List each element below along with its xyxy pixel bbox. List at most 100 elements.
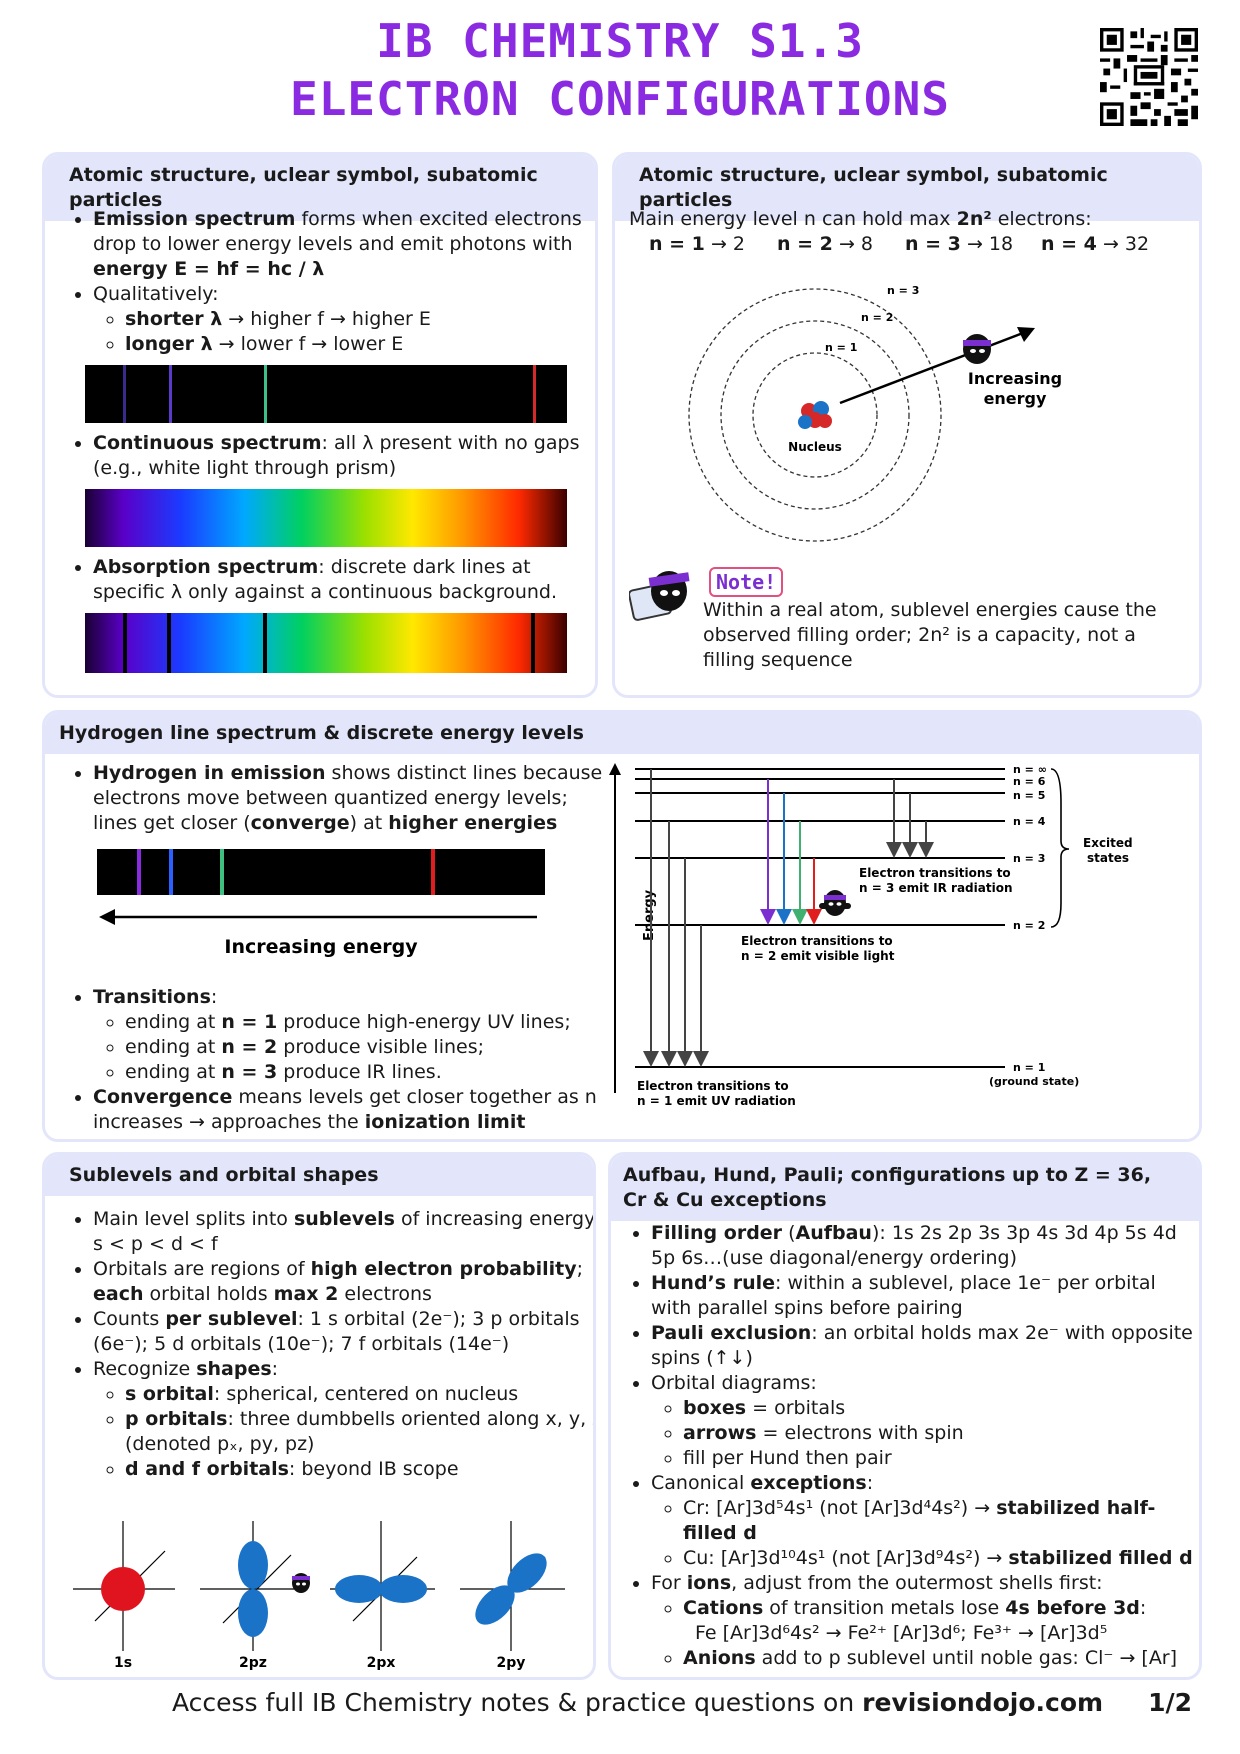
uv-caption-2: n = 1 emit UV radiation (637, 1094, 796, 1108)
list-item: Orbitals are regions of high electron pr… (93, 1257, 593, 1307)
py-orbital-icon (475, 1553, 547, 1625)
bohr-atom-diagram: Nucleus n = 1 n = 2 n = 3 Increasing ene… (688, 284, 1062, 542)
list-item: arrows = electrons with spin (683, 1421, 1199, 1446)
transitions-list: Transitions: ending at n = 1 produce hig… (45, 985, 608, 1135)
aufbau-list: Filling order (Aufbau): 1s 2s 2p 3s 3p 4… (611, 1221, 1199, 1671)
ninja-mascot-icon (292, 1573, 310, 1593)
list-item: Convergence means levels get closer toge… (93, 1085, 608, 1135)
card-heading: Atomic structure, uclear symbol, subatom… (615, 155, 1199, 221)
card-aufbau-hund-pauli: Aufbau, Hund, Pauli; configurations up t… (608, 1152, 1202, 1680)
visible-caption-2: n = 2 emit visible light (741, 949, 895, 963)
visible-caption-1: Electron transitions to (741, 934, 893, 948)
card-heading: Aufbau, Hund, Pauli; configurations up t… (611, 1155, 1199, 1221)
capacity-intro: Main energy level n can hold max 2n² ele… (629, 208, 1092, 230)
card-heading: Atomic structure, uclear symbol, subatom… (45, 155, 595, 221)
list-item: shorter λ → higher f → higher E (125, 307, 595, 332)
nucleus-label: Nucleus (788, 440, 842, 454)
orbital-label-2px: 2px (367, 1655, 396, 1671)
list-item: Hydrogen in emission shows distinct line… (93, 761, 603, 836)
energy-level-diagram: Energy n = ∞ n = 6 n = 5 n = 4 n = 3 n =… (609, 763, 1133, 1108)
ninja-tablet-icon (629, 571, 690, 621)
list-item: Continuous spectrum: all λ present with … (93, 431, 595, 481)
note-text: Within a real atom, sublevel energies ca… (703, 599, 1157, 671)
s-orbital-icon (101, 1567, 145, 1611)
card-sublevels: Sublevels and orbital shapes Main level … (42, 1152, 596, 1680)
continuous-spectrum-image (85, 489, 567, 547)
ninja-mascot-icon (963, 334, 991, 364)
list-item: Filling order (Aufbau): 1s 2s 2p 3s 3p 4… (651, 1221, 1199, 1271)
continuous-list: Continuous spectrum: all λ present with … (45, 431, 595, 481)
level-label: n = 6 (1013, 775, 1046, 788)
list-item: Cations of transition metals lose 4s bef… (683, 1596, 1199, 1646)
list-item: Orbital diagrams: boxes = orbitals arrow… (651, 1371, 1199, 1471)
hydrogen-list: Hydrogen in emission shows distinct line… (45, 761, 603, 836)
px-orbital-icon (335, 1575, 427, 1603)
list-item: Hund’s rule: within a sublevel, place 1e… (651, 1271, 1199, 1321)
list-item: Main level splits into sublevels of incr… (93, 1207, 593, 1257)
hydrogen-emission-image (97, 849, 545, 895)
list-item: Cr: [Ar]3d⁵4s¹ (not [Ar]3d⁴4s²) → stabil… (683, 1496, 1199, 1546)
excited-label-1: Excited (1083, 836, 1133, 850)
list-item: fill per Hund then pair (683, 1446, 1199, 1471)
energy-axis-label: Energy (642, 889, 657, 941)
card-emission-spectrum: Atomic structure, uclear symbol, subatom… (42, 152, 598, 698)
list-item: Qualitatively: shorter λ → higher f → hi… (93, 282, 595, 357)
pz-orbital-icon (238, 1541, 268, 1637)
level-label: n = 5 (1013, 789, 1045, 802)
increasing-energy-label: Increasing energy (224, 936, 418, 958)
list-item: Counts per sublevel: 1 s orbital (2e⁻); … (93, 1307, 593, 1357)
orbit-label-n2: n = 2 (861, 311, 893, 324)
level-label: n = 4 (1013, 815, 1046, 828)
card-hydrogen-spectrum: Hydrogen line spectrum & discrete energy… (42, 710, 1202, 1142)
sublevels-list: Main level splits into sublevels of incr… (45, 1207, 593, 1482)
orbital-label-2pz: 2pz (239, 1655, 267, 1671)
capacity-n4: n = 4 → 32 (1041, 233, 1150, 255)
list-item: ending at n = 1 produce high-energy UV l… (125, 1010, 608, 1035)
absorption-list: Absorption spectrum: discrete dark lines… (45, 555, 595, 605)
orbital-label-1s: 1s (114, 1655, 132, 1671)
list-item: ending at n = 3 produce IR lines. (125, 1060, 608, 1085)
increasing-energy-label-1: Increasing (968, 369, 1062, 388)
list-item: d and f orbitals: beyond IB scope (125, 1457, 593, 1482)
orbital-label-2py: 2py (497, 1655, 526, 1671)
increasing-energy-label-2: energy (984, 389, 1047, 408)
title-line-2: ELECTRON CONFIGURATIONS (290, 72, 950, 126)
level-label: n = 1 (1013, 1061, 1045, 1074)
list-item: boxes = orbitals (683, 1396, 1199, 1421)
orbital-shapes-diagram: 1s 2pz 2px 2py (73, 1521, 565, 1671)
list-item: longer λ → lower f → lower E (125, 332, 595, 357)
level-label: n = ∞ (1013, 763, 1047, 776)
ir-caption-1: Electron transitions to (859, 866, 1011, 880)
list-item: Transitions: ending at n = 1 produce hig… (93, 985, 608, 1085)
orbit-label-n3: n = 3 (887, 284, 919, 297)
emission-spectrum-image (85, 365, 567, 423)
list-item: p orbitals: three dumbbells oriented alo… (125, 1407, 593, 1457)
level-label: n = 2 (1013, 919, 1045, 932)
list-item: For ions, adjust from the outermost shel… (651, 1571, 1199, 1671)
list-item: Canonical exceptions: Cr: [Ar]3d⁵4s¹ (no… (651, 1471, 1199, 1571)
footer-text: Access full IB Chemistry notes & practic… (172, 1688, 1104, 1717)
footer-site-link[interactable]: revisiondojo.com (862, 1688, 1104, 1717)
ninja-mascot-icon (819, 890, 851, 916)
list-item: Absorption spectrum: discrete dark lines… (93, 555, 595, 605)
absorption-spectrum-image (85, 613, 567, 673)
page-number: 1/2 (1148, 1688, 1192, 1717)
increasing-energy-arrow: Increasing energy (99, 909, 537, 958)
list-item: s orbital: spherical, centered on nucleu… (125, 1382, 593, 1407)
excited-brace (1050, 768, 1070, 928)
ir-caption-2: n = 3 emit IR radiation (859, 881, 1013, 895)
title-line-1: IB CHEMISTRY S1.3 (376, 14, 864, 68)
qr-code-icon (1100, 28, 1198, 126)
nucleus-icon (798, 401, 832, 429)
list-item: Pauli exclusion: an orbital holds max 2e… (651, 1321, 1199, 1371)
list-item: Recognize shapes: s orbital: spherical, … (93, 1357, 593, 1482)
ground-state-label: (ground state) (989, 1075, 1079, 1088)
capacity-n3: n = 3 → 18 (905, 233, 1014, 255)
list-item: ending at n = 2 produce visible lines; (125, 1035, 608, 1060)
list-item: Emission spectrum forms when excited ele… (93, 207, 595, 282)
capacity-n1: n = 1 → 2 (649, 233, 746, 255)
list-item: Anions add to p sublevel until noble gas… (683, 1646, 1199, 1671)
energy-arrow (839, 331, 1024, 405)
excited-label-2: states (1087, 851, 1129, 865)
level-label: n = 3 (1013, 852, 1045, 865)
